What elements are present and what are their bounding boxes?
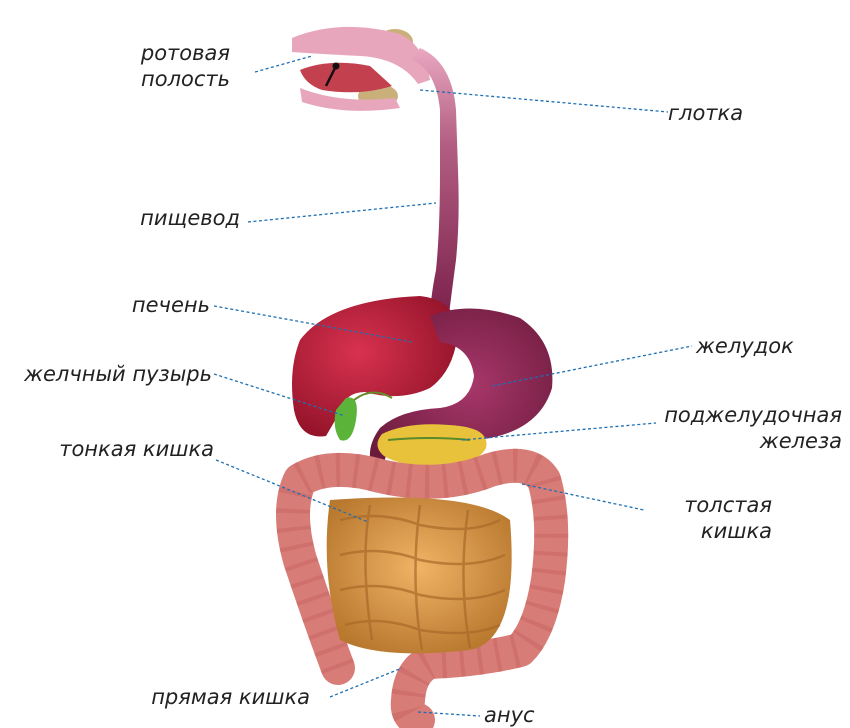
esophagus bbox=[412, 48, 459, 322]
label-esophagus: пищевод bbox=[100, 205, 240, 231]
label-oral-cavity: ротовая полость bbox=[100, 40, 230, 92]
label-pharynx: глотка bbox=[668, 100, 743, 126]
label-rectum: прямая кишка bbox=[100, 684, 310, 710]
label-gallbladder: желчный пузырь bbox=[4, 361, 212, 387]
small-intestine bbox=[327, 498, 512, 654]
label-small-intestine: тонкая кишка bbox=[20, 436, 214, 462]
leader-pharynx bbox=[420, 90, 668, 112]
mouth-cavity bbox=[300, 63, 392, 92]
label-large-intestine: толстая кишка bbox=[630, 492, 772, 544]
leader-esophagus bbox=[248, 203, 436, 222]
label-pancreas: поджелудочная железа bbox=[646, 402, 842, 454]
oral-cavity bbox=[292, 27, 430, 111]
label-stomach: желудок bbox=[696, 333, 794, 359]
label-liver: печень bbox=[100, 292, 210, 318]
label-anus: анус bbox=[484, 702, 535, 728]
